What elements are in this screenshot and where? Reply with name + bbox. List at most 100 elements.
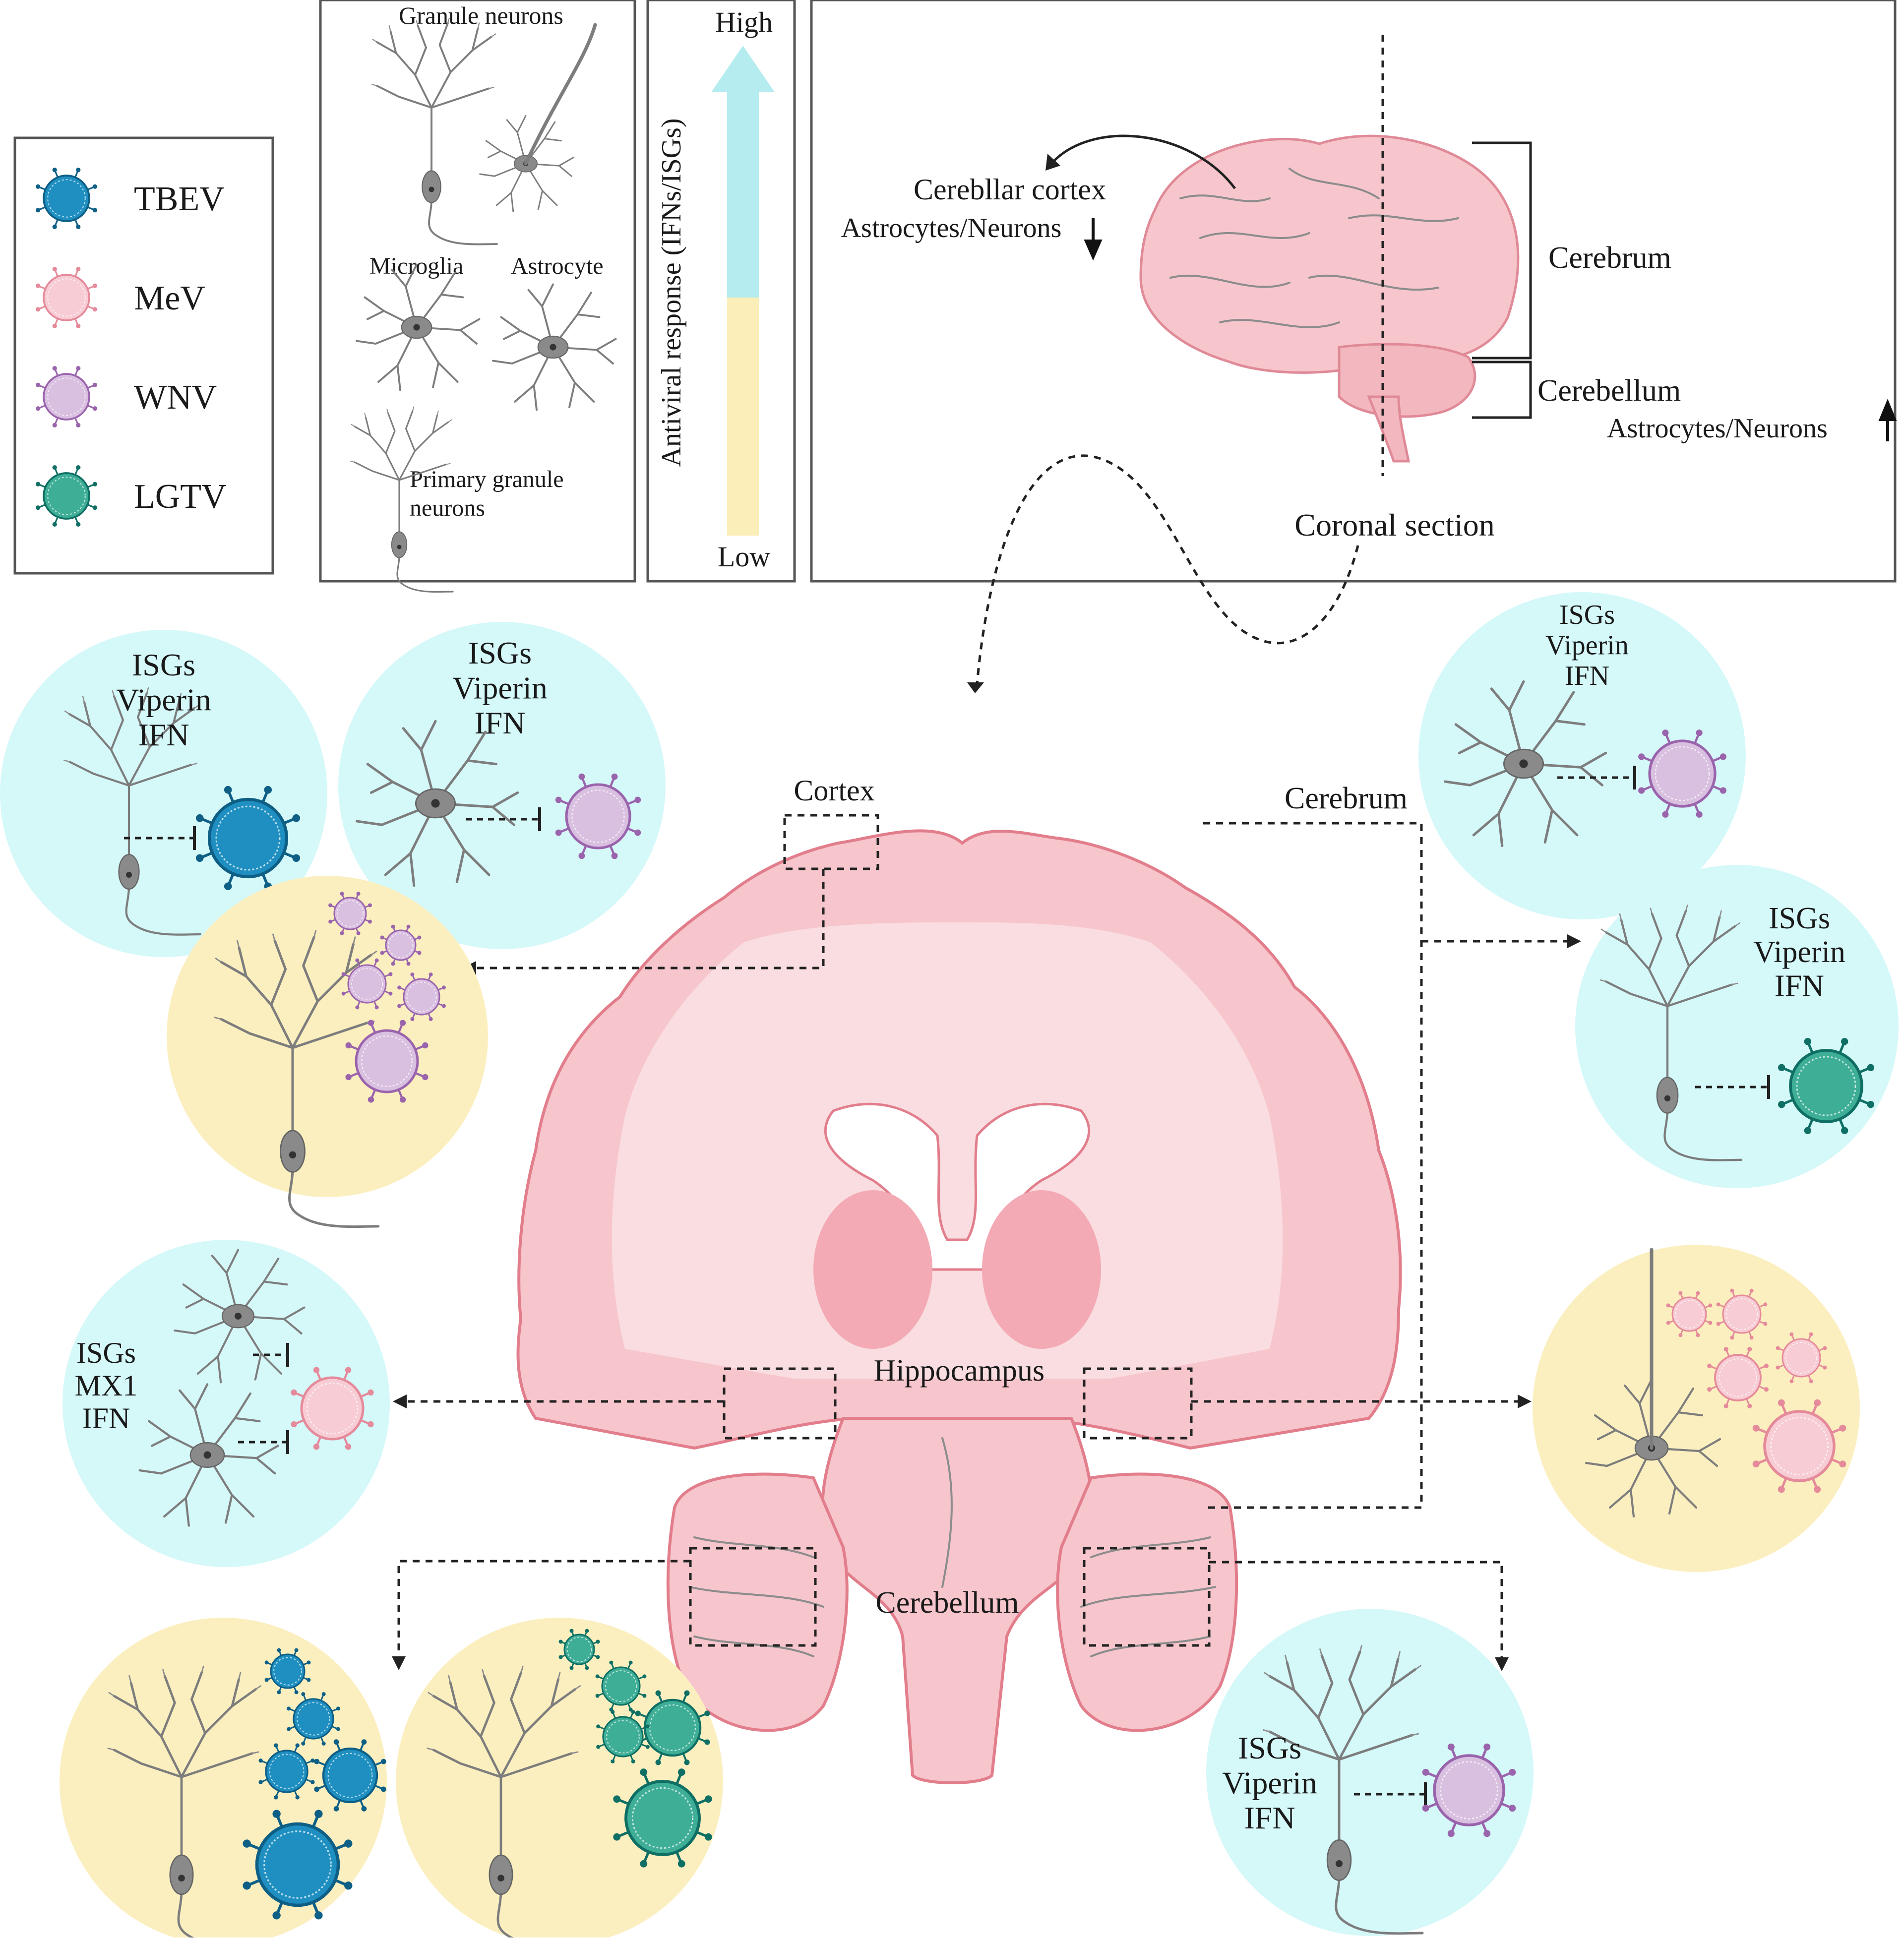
- virus-spike-tip: [92, 283, 97, 288]
- virus-spike-tip: [1867, 1100, 1875, 1108]
- virus-spike-tip: [1814, 1399, 1821, 1406]
- virus-spike-tip: [642, 1674, 647, 1679]
- response-c1-line-1: ISGs: [132, 647, 195, 682]
- virus-spike-tip: [1723, 1403, 1728, 1408]
- virus-spike-tip: [340, 931, 344, 935]
- legend-label-tbev: TBEV: [134, 180, 225, 218]
- scale-arrow-head: [711, 46, 775, 92]
- virus-body: [355, 1029, 419, 1093]
- virus-envelope: [47, 179, 86, 218]
- response-c5-line-2: Viperin: [1753, 935, 1845, 969]
- response-c1-line-2: Viperin: [116, 682, 211, 717]
- virus-spike-tip: [410, 972, 415, 977]
- virus-spike-tip: [361, 1739, 367, 1745]
- virus-envelope: [47, 477, 86, 515]
- connector-cerebellum-right-arrowhead: [1495, 1657, 1509, 1671]
- virus-spike-tip: [1823, 1346, 1827, 1350]
- virus-body: [565, 783, 631, 849]
- response-c6-line-1: ISGs: [1238, 1730, 1301, 1765]
- virus-envelope: [215, 805, 281, 871]
- virus-spike-tip: [1839, 1460, 1846, 1468]
- legend-label-lgtv: LGTV: [134, 478, 227, 516]
- virus-spike-tip: [264, 1678, 269, 1682]
- virus-spike-tip: [704, 1710, 710, 1716]
- virus-spike-tip: [277, 1648, 281, 1652]
- virus-spike-tip: [341, 972, 346, 976]
- virus-spike-tip: [76, 366, 81, 371]
- virus-spike-tip: [1509, 1805, 1516, 1812]
- virus-spike-tip: [374, 1005, 379, 1010]
- virus-spike-tip: [406, 924, 411, 929]
- virus-spike-tip: [417, 951, 422, 955]
- virus-spike-tip: [52, 465, 57, 470]
- virus-spike-tip: [345, 1042, 352, 1049]
- label-cortex: Cortex: [794, 774, 874, 807]
- virus-spike-tip: [340, 892, 344, 896]
- virus-spike-tip: [328, 919, 333, 924]
- virus-spike-tip: [399, 1096, 406, 1103]
- virus-spike-tip: [1638, 753, 1645, 760]
- virus-spike-tip: [1839, 1424, 1846, 1432]
- virus-spike-tip: [1422, 1805, 1429, 1812]
- circle-background: [338, 622, 666, 949]
- tbev-virus-icon-4: [314, 1739, 386, 1812]
- virus-spike-tip: [1447, 1830, 1455, 1837]
- circle-background: [1533, 1245, 1860, 1572]
- virus-body: [347, 964, 387, 1004]
- virus-spike-tip: [272, 1911, 281, 1920]
- virus-spike-tip: [243, 1881, 251, 1890]
- virus-spike-tip: [292, 814, 301, 822]
- virus-spike-tip: [397, 985, 402, 990]
- virus-spike-tip: [368, 1096, 374, 1103]
- virus-spike-tip: [345, 1074, 352, 1081]
- virus-spike-tip: [628, 1707, 633, 1712]
- virus-envelope: [263, 1830, 332, 1899]
- virus-spike-tip: [380, 935, 384, 940]
- lgtv-virus-icon: [1778, 1037, 1875, 1135]
- virus-envelope: [1770, 1417, 1829, 1475]
- mev-virus-icon: [291, 1367, 374, 1450]
- legend-virus-lgtv-icon: [36, 465, 97, 527]
- virus-envelope: [297, 1702, 330, 1736]
- virus-spike-tip: [258, 1780, 263, 1784]
- virus-envelope: [1785, 1341, 1818, 1374]
- coronal-white-matter: [612, 922, 1283, 1379]
- cerebellum-left-box: [689, 1547, 817, 1647]
- virus-spike-tip: [310, 1780, 315, 1784]
- tbev-virus-icon-2: [287, 1692, 340, 1746]
- virus-spike-tip: [52, 522, 57, 527]
- virus-envelope: [1675, 1300, 1704, 1329]
- response-c6-line-3: IFN: [1244, 1800, 1295, 1835]
- infected-circle-cerebellum-tbev: [60, 1618, 387, 1940]
- virus-spike-tip: [292, 854, 301, 862]
- virus-spike-tip: [295, 1743, 300, 1748]
- virus-spike-tip: [380, 1758, 386, 1764]
- virus-spike-tip: [1763, 1322, 1768, 1326]
- hippocampus-left-box: [723, 1367, 837, 1440]
- virus-envelope: [47, 278, 86, 317]
- virus-spike-tip: [578, 773, 585, 780]
- virus-spike-tip: [1730, 1288, 1734, 1293]
- virus-spike-tip: [368, 919, 372, 924]
- label-coronal-section: Coronal section: [1294, 507, 1494, 543]
- response-c5-line-3: IFN: [1775, 969, 1824, 1003]
- virus-body: [265, 1750, 308, 1793]
- infected-circle-hippocampus-mev: [1533, 1245, 1860, 1572]
- virus-spike-tip: [417, 935, 422, 940]
- virus-envelope: [336, 900, 364, 927]
- virus-spike-tip: [355, 1005, 360, 1010]
- wnv-virus-icon: [555, 773, 641, 859]
- lgtv-virus-icon-1: [558, 1629, 600, 1670]
- virus-spike-tip: [76, 323, 81, 328]
- virus-spike-tip: [92, 482, 97, 486]
- virus-spike-tip: [1720, 787, 1726, 794]
- virus-body: [1789, 1049, 1863, 1123]
- virus-envelope: [351, 968, 383, 1000]
- virus-spike-tip: [631, 1759, 635, 1763]
- cortex-region-box: [783, 814, 879, 870]
- label-primary-line2: neurons: [410, 495, 485, 521]
- virus-envelope: [269, 1754, 305, 1789]
